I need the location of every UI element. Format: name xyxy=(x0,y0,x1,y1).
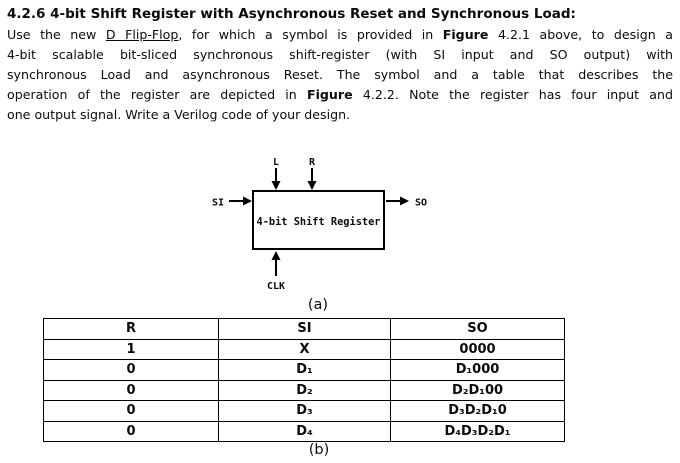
figure-caption-b: (b) xyxy=(308,442,330,458)
cell-r: 0 xyxy=(43,359,219,381)
text-segment: Use the new xyxy=(7,27,106,42)
paragraph-line-2: 4-bit scalable bit-sliced synchronous sh… xyxy=(7,47,673,62)
column-header-r: R xyxy=(43,318,219,340)
si-input-label: SI xyxy=(212,198,224,209)
register-box xyxy=(252,190,385,250)
table-row: 0 D₄ D₄D₃D₂D₁ xyxy=(43,420,565,442)
cell-so: D₃D₂D₁0 xyxy=(390,400,565,422)
register-box-label: 4-bit Shift Register xyxy=(257,216,381,228)
text-segment: 4.2.1 above, to design a xyxy=(488,27,673,42)
cell-si: D₂ xyxy=(218,379,391,401)
cell-so: 0000 xyxy=(390,338,565,360)
column-header-si: SI xyxy=(218,318,391,340)
cell-r: 0 xyxy=(43,420,219,442)
cell-si: D₃ xyxy=(218,400,391,422)
r-arrowhead-icon xyxy=(307,181,317,190)
r-input-label: R xyxy=(309,157,316,168)
clk-input-label: CLK xyxy=(267,281,285,292)
page-title: 4.2.6 4-bit Shift Register with Asynchro… xyxy=(7,6,576,22)
paragraph-line-3: synchronous Load and asynchronous Reset.… xyxy=(7,67,673,82)
paragraph-line-5: one output signal. Write a Verilog code … xyxy=(7,107,351,122)
clk-arrowhead-icon xyxy=(271,251,281,260)
operation-table: R SI SO 1 X 0000 0 D₁ D₁000 0 D₂ D₂D₁00 xyxy=(43,318,565,442)
table-row: 1 X 0000 xyxy=(43,338,565,360)
text-segment: 4.2.2. Note the register has four input … xyxy=(352,87,673,102)
cell-so: D₄D₃D₂D₁ xyxy=(390,420,565,442)
figure-caption-a: (a) xyxy=(308,297,328,313)
cell-so: D₁000 xyxy=(390,359,565,381)
column-header-so: SO xyxy=(390,318,565,340)
cell-r: 0 xyxy=(43,379,219,401)
figure-ref-bold: Figure xyxy=(442,27,489,42)
so-output-label: SO xyxy=(415,198,427,209)
table-row: 0 D₂ D₂D₁00 xyxy=(43,379,565,401)
cell-r: 0 xyxy=(43,400,219,422)
paragraph-line-1: Use the new D Flip-Flop, for which a sym… xyxy=(7,25,673,45)
cell-r: 1 xyxy=(43,338,219,360)
text-segment: , for which a symbol is provided in xyxy=(178,27,443,42)
figure-ref-bold: Figure xyxy=(306,87,353,102)
l-arrowhead-icon xyxy=(271,181,281,190)
cell-si: D₄ xyxy=(218,420,391,442)
table-row: 0 D₃ D₃D₂D₁0 xyxy=(43,400,565,422)
shift-register-diagram: 4-bit Shift Register L R SI SO CLK (a) xyxy=(212,157,427,313)
d-flip-flop-underlined-text: D Flip-Flop xyxy=(105,27,179,42)
table-row: 0 D₁ D₁000 xyxy=(43,359,565,381)
si-arrowhead-icon xyxy=(243,196,252,206)
so-arrowhead-icon xyxy=(400,196,409,206)
cell-si: D₁ xyxy=(218,359,391,381)
text-segment: operation of the register are depicted i… xyxy=(7,87,307,102)
l-input-label: L xyxy=(273,157,279,168)
cell-so: D₂D₁00 xyxy=(390,379,565,401)
paragraph-line-4: operation of the register are depicted i… xyxy=(7,85,673,105)
table-header-row: R SI SO xyxy=(43,318,565,340)
problem-statement: Use the new D Flip-Flop, for which a sym… xyxy=(7,25,673,125)
cell-si: X xyxy=(218,338,391,360)
